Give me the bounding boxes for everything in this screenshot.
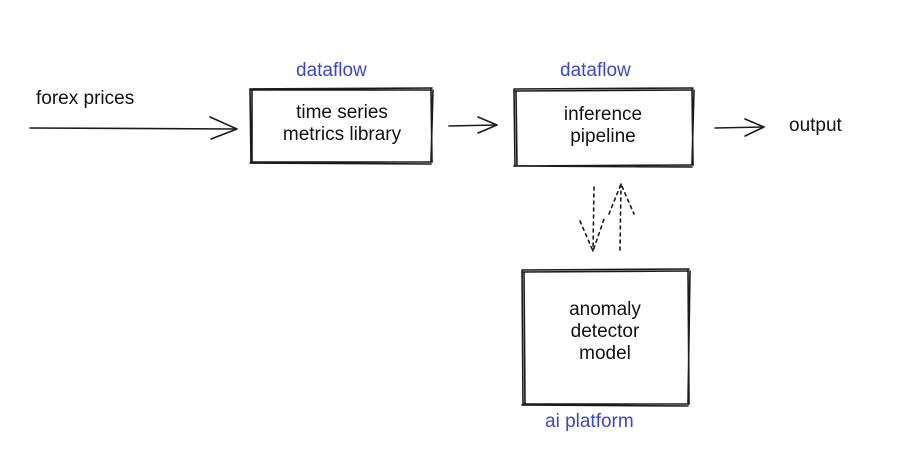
output-label: output [789,115,842,136]
anomaly-platform-label: ai platform [545,411,634,432]
dotted-arrow-inference-to-anomaly [579,186,605,252]
input-label: forex prices [36,88,135,109]
anomaly-box-line-3: model [579,343,631,364]
inference-box [513,87,695,168]
anomaly-box-label: anomaly detector model [569,299,641,365]
metrics-platform-label: dataflow [296,60,367,81]
arrow-inference-to-output [714,118,765,137]
inference-box-label: inference pipeline [564,104,642,148]
metrics-box [249,87,434,165]
metrics-box-label: time series metrics library [283,102,401,146]
inference-box-line-1: inference [563,104,643,125]
arrow-input-to-metrics [29,116,238,140]
metrics-box-line-1: time series [296,102,388,123]
inference-platform-label: dataflow [560,60,631,81]
metrics-box-line-2: metrics library [282,124,402,145]
inference-box-line-2: pipeline [570,126,636,147]
anomaly-box-line-2: detector [570,321,640,342]
dotted-arrow-anomaly-to-inference [608,183,635,251]
anomaly-box-line-1: anomaly [569,299,641,320]
anomaly-box [521,268,691,407]
arrow-metrics-to-inference [448,116,498,134]
